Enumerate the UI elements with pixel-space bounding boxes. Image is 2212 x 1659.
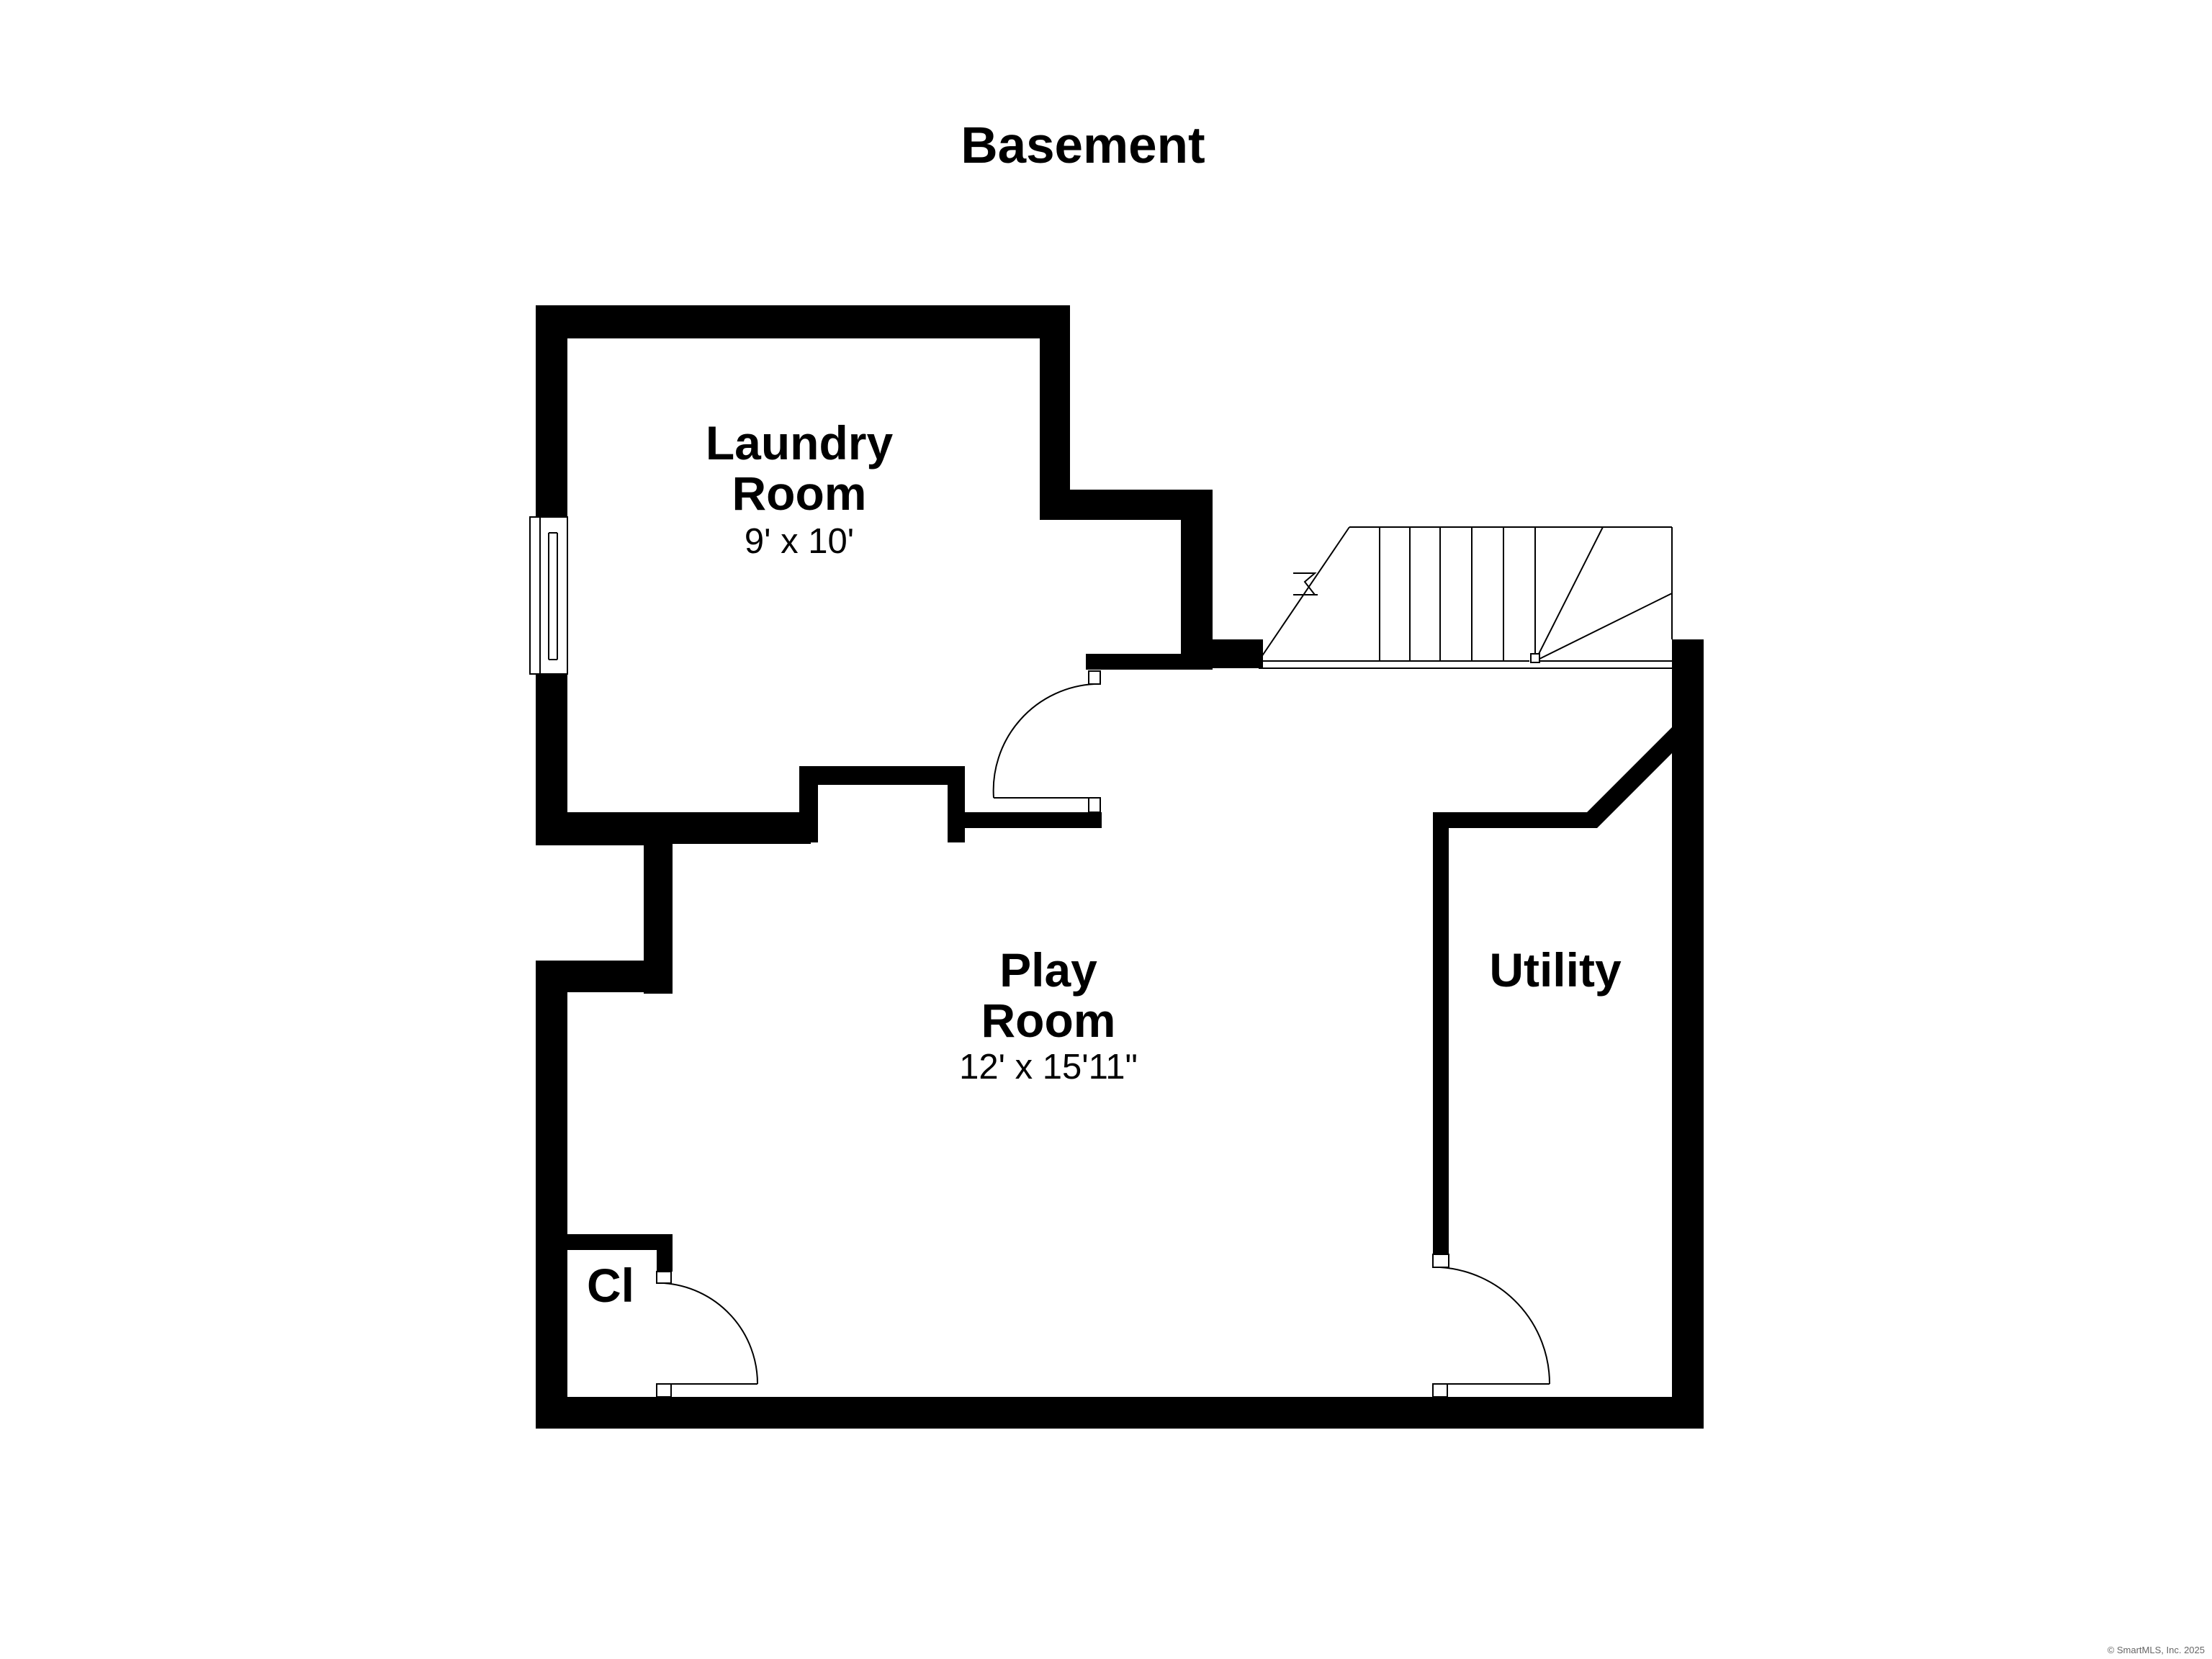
copyright-text: © SmartMLS, Inc. 2025 [2108,1645,2205,1655]
window [529,516,568,675]
bump-top [799,766,965,785]
utility-left-wall [1433,828,1449,1254]
utility-diagonal-wall [1587,727,1672,828]
play-left-wall [536,961,567,1429]
right-wall [1672,639,1704,1429]
utility-room-name: Utility [1489,943,1622,997]
laundry-left-wall-upper [536,305,567,518]
laundry-right-wall-upper [1040,305,1070,520]
bump-right [948,766,965,842]
play-room-name-line2: Room [981,994,1116,1047]
floor-title: Basement [961,117,1205,174]
play-room-dimensions: 12' x 15'11" [959,1048,1138,1087]
closet-name: Cl [587,1259,634,1312]
laundry-room-dimensions: 9' x 10' [745,522,854,561]
laundry-room-name-line1: Laundry [706,416,894,469]
laundry-right-wall-lower [1181,490,1213,670]
laundry-top-wall [536,305,1070,338]
top-wall-stub [1213,639,1263,668]
closet-door [656,1271,759,1398]
utility-door [1432,1254,1551,1398]
laundry-room-name-line2: Room [732,467,867,520]
walls [536,305,1704,1429]
closet-top-wall [567,1234,673,1250]
utility-top-wall [1433,812,1590,828]
stairs [1258,526,1673,669]
top-wall-near-door [1086,654,1211,670]
closet-right-wall [657,1234,673,1272]
play-room-name-line1: Play [999,943,1097,997]
laundry-bottom-wall-right [948,812,1102,828]
laundry-door [992,670,1101,813]
bottom-wall [536,1397,1704,1429]
